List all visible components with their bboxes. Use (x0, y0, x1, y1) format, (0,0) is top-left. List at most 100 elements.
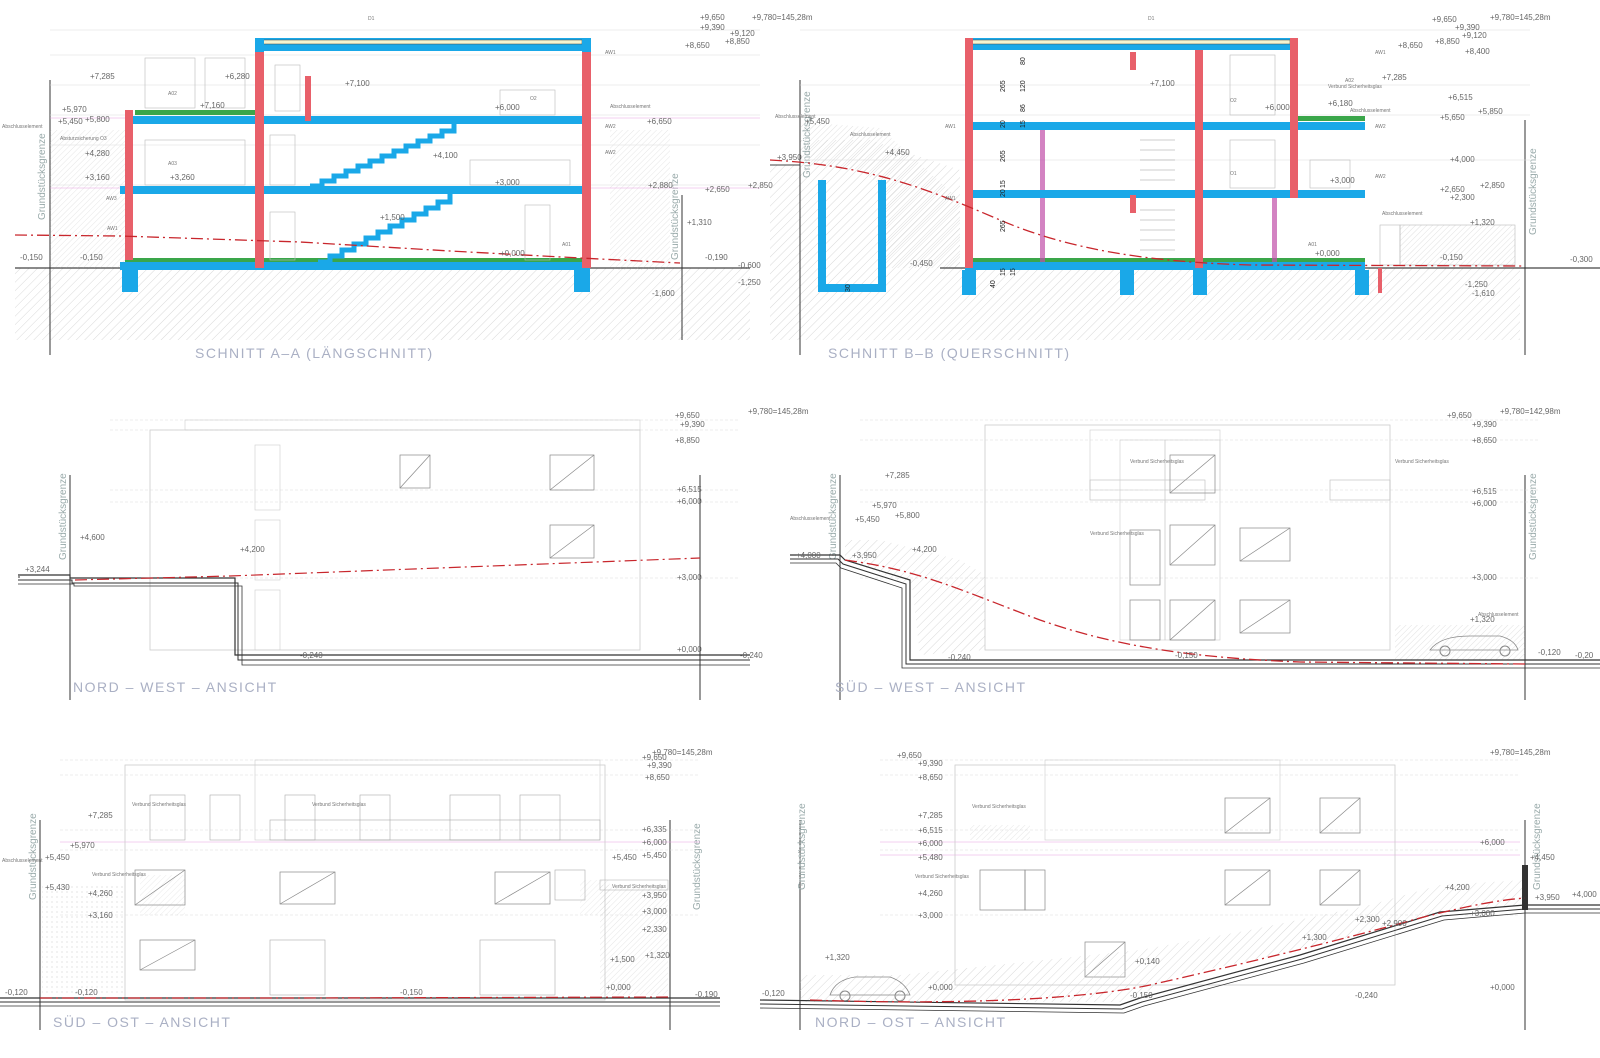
level-label: +4,000 (796, 551, 821, 560)
element-tag: Absturzsicherung (60, 136, 99, 142)
level-label: +2,650 (705, 185, 730, 194)
dimension-label: 20 (1000, 120, 1007, 128)
level-label: +0,000 (677, 645, 702, 654)
nord-west-elevation: Grundstücksgrenze +9,650 +9,390 +8,850 +… (18, 407, 809, 700)
element-tag: O2 (1230, 98, 1237, 104)
level-label: +3,000 (1470, 909, 1495, 918)
ground-hatch (770, 140, 1520, 340)
nord-ost-elevation: Grundstücksgrenze Grundstücksgrenze (759, 748, 1600, 1030)
level-label: +6,000 (1265, 103, 1290, 112)
element-tag: D1 (1148, 16, 1155, 22)
level-label: +5,800 (85, 115, 110, 124)
level-label: +1,310 (687, 218, 712, 227)
element-tag: Verbund Sicherheitsglas (612, 884, 666, 890)
level-label: +5,970 (70, 841, 95, 850)
level-label: +5,450 (855, 515, 880, 524)
element-tag: Verbund Sicherheitsglas (92, 872, 146, 878)
element-tag: AW1 (605, 50, 616, 56)
level-label: +5,970 (62, 105, 87, 114)
level-label: +8,650 (1398, 41, 1423, 50)
ground-hatch (15, 268, 750, 340)
level-label: +2,850 (1480, 181, 1505, 190)
level-label: +9,650 (700, 13, 725, 22)
dimension-label: 80 (1020, 57, 1027, 65)
level-label: +8,650 (685, 41, 710, 50)
top-level-label: +9,780=145,28m (1490, 13, 1551, 22)
level-label: +4,200 (1445, 883, 1470, 892)
level-label: +9,390 (700, 23, 725, 32)
top-level-label: +9,780=145,28m (752, 13, 813, 22)
level-label: +6,000 (918, 839, 943, 848)
level-label: -0,150 (400, 988, 423, 997)
boundary-label: Grundstücksgrenze (58, 473, 69, 560)
level-label: +0,000 (1490, 983, 1515, 992)
level-label: +9,120 (1462, 31, 1487, 40)
level-label: +5,970 (872, 501, 897, 510)
level-label: +5,450 (45, 853, 70, 862)
level-label: +5,450 (805, 117, 830, 126)
level-label: -0,150 (1130, 991, 1153, 1000)
dimension-label: 86 (1020, 104, 1027, 112)
level-label: +3,244 (25, 565, 50, 574)
boundary-label: Grundstücksgrenze (828, 473, 839, 560)
level-label: +6,515 (677, 485, 702, 494)
level-label: +2,300 (1355, 915, 1380, 924)
level-label: +4,200 (240, 545, 265, 554)
sued-west-elevation: Grundstücksgrenze Grundstücksgrenze (790, 407, 1600, 700)
element-tag: AW2 (605, 124, 616, 130)
level-label: +6,650 (647, 117, 672, 126)
level-label: +6,000 (642, 838, 667, 847)
boundary-label: Grundstücksgrenze (1528, 473, 1539, 560)
level-label: +7,285 (918, 811, 943, 820)
level-label: +0,140 (1135, 957, 1160, 966)
level-label: +5,650 (1440, 113, 1465, 122)
element-tag: Abschlusselement (2, 858, 43, 864)
level-label: -0,190 (705, 253, 728, 262)
element-tag: A03 (168, 161, 177, 167)
level-label: +3,260 (170, 173, 195, 182)
top-level-label: +9,780=145,28m (748, 407, 809, 416)
level-label: +6,515 (1472, 487, 1497, 496)
dimension-label: 15 (1010, 268, 1017, 276)
dimension-label: 120 (1020, 80, 1027, 92)
level-label: +3,000 (677, 573, 702, 582)
element-tag: AW3 (106, 196, 117, 202)
boundary-label: Grundstücksgrenze (1528, 148, 1539, 235)
level-label: +7,285 (90, 72, 115, 81)
section-bb: Grundstücksgrenze Grundstücksgrenze (769, 13, 1600, 361)
level-label: +3,160 (88, 911, 113, 920)
level-label: +9,650 (1447, 411, 1472, 420)
element-tag: AW1 (107, 226, 118, 232)
element-tag: A01 (562, 242, 571, 248)
level-label: +4,450 (1530, 853, 1555, 862)
element-tag: Abschlusselement (790, 516, 831, 522)
element-tag: AW2 (1375, 124, 1386, 130)
level-label: +2,330 (642, 925, 667, 934)
level-label: +8,850 (725, 37, 750, 46)
boundary-label: Grundstücksgrenze (670, 173, 681, 260)
level-label: +9,390 (918, 759, 943, 768)
panel-title: NORD – WEST – ANSICHT (73, 679, 278, 695)
element-tag: Abschlusselement (1350, 108, 1391, 114)
element-tag: AW1 (945, 196, 956, 202)
element-tag: A01 (1308, 242, 1317, 248)
level-label: +6,000 (1472, 499, 1497, 508)
level-label: +2,300 (1450, 193, 1475, 202)
top-level-label: +9,780=145,28m (1490, 748, 1551, 757)
level-label: +6,000 (1480, 838, 1505, 847)
level-label: +9,390 (647, 761, 672, 770)
level-label: +7,100 (1150, 79, 1175, 88)
level-label: +1,500 (380, 213, 405, 222)
element-tag: Abschlusselement (1478, 612, 1519, 618)
level-label: -0,240 (740, 651, 763, 660)
dimension-label: 30 (845, 284, 852, 292)
level-label: +5,430 (45, 883, 70, 892)
level-label: +8,850 (675, 436, 700, 445)
level-label: +1,320 (645, 951, 670, 960)
level-label: +3,950 (1535, 893, 1560, 902)
level-label: +3,160 (85, 173, 110, 182)
element-tag: Verbund Sicherheitsglas (132, 802, 186, 808)
level-label: -0,240 (1355, 991, 1378, 1000)
panel-title: SÜD – WEST – ANSICHT (835, 678, 1027, 695)
element-tag: Abschlusselement (1382, 211, 1423, 217)
